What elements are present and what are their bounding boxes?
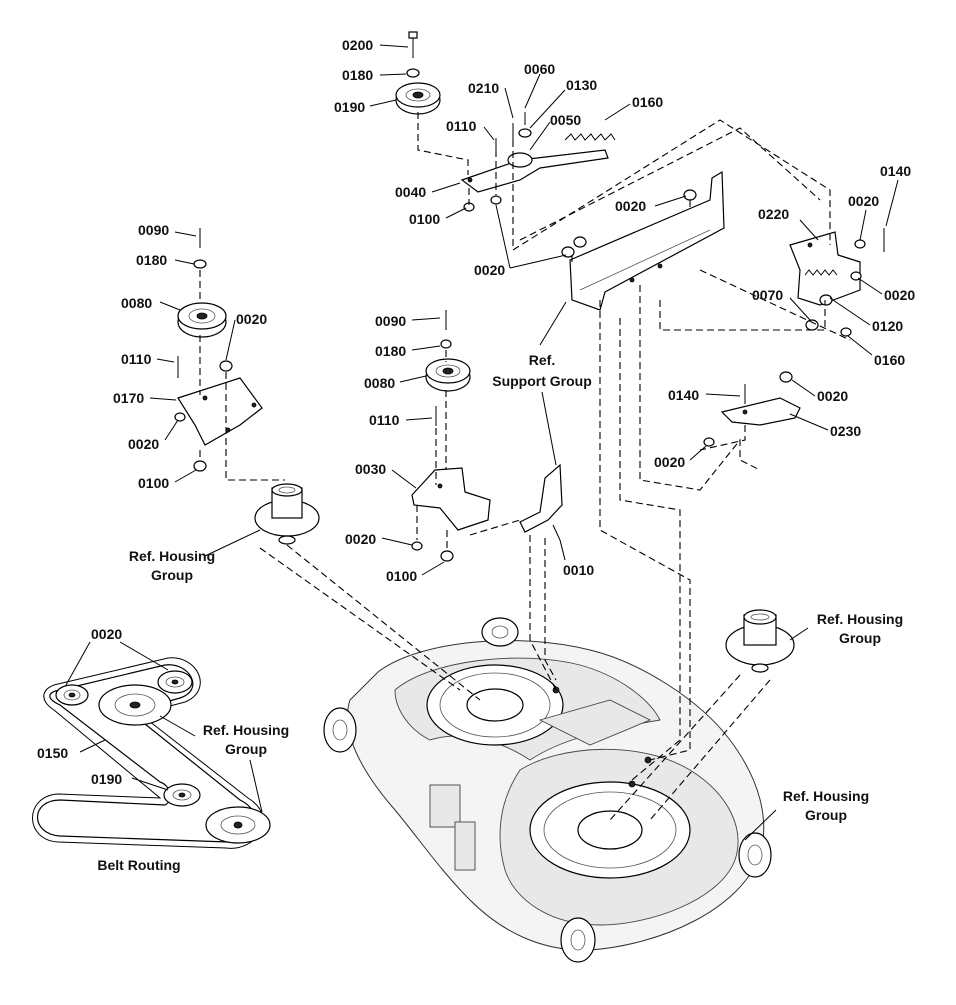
idler-arm-0040 (460, 149, 609, 193)
part-number-0110: 0110 (121, 351, 152, 367)
deck-wheel-bottom (560, 917, 596, 963)
spring-0160-right (804, 269, 838, 276)
idler-pulley-top (395, 82, 441, 115)
ref-housing-group-b-line2: Group (839, 630, 881, 646)
part-number-0180: 0180 (342, 67, 374, 83)
belt-pulley-bottom-right (205, 806, 271, 844)
bracket-0220 (789, 231, 861, 306)
belt-pulley-0190 (163, 783, 201, 807)
part-number-0020: 0020 (128, 436, 160, 452)
part-number-0020: 0020 (848, 193, 880, 209)
part-number-0100: 0100 (386, 568, 418, 584)
ref-housing-group-c-line2: Group (225, 741, 267, 757)
part-number-0100: 0100 (138, 475, 170, 491)
part-number-0020: 0020 (474, 262, 506, 278)
belt-pulley-center (98, 684, 172, 726)
assembly-lines (199, 112, 851, 821)
part-number-0190: 0190 (91, 771, 123, 787)
part-number-0230: 0230 (830, 423, 862, 439)
bracket-0230 (720, 397, 801, 426)
part-number-0190: 0190 (334, 99, 366, 115)
belt-pulley-top-right (157, 670, 193, 694)
part-number-0090: 0090 (375, 313, 407, 329)
mower-deck (323, 617, 772, 963)
part-number-0120: 0120 (872, 318, 904, 334)
spring-0160-top (564, 133, 616, 141)
ref-housing-group-c-line1: Ref. Housing (202, 722, 290, 738)
deck-wheel-right (738, 832, 772, 878)
part-number-0020: 0020 (817, 388, 849, 404)
part-number-0100: 0100 (409, 211, 441, 227)
belt-pulley-left (55, 684, 89, 706)
part-number-0020: 0020 (345, 531, 377, 547)
part-number-0090: 0090 (138, 222, 170, 238)
part-number-0200: 0200 (342, 37, 374, 53)
ref-housing-group-b-line1: Ref. Housing (816, 611, 904, 627)
part-number-0040: 0040 (395, 184, 427, 200)
ref-support-group-line2: Support Group (492, 373, 592, 389)
part-number-0020: 0020 (91, 626, 123, 642)
part-number-0130: 0130 (566, 77, 598, 93)
part-number-0080: 0080 (121, 295, 153, 311)
ref-housing-group-d-line1: Ref. Housing (782, 788, 870, 804)
part-number-0220: 0220 (758, 206, 790, 222)
part-number-0210: 0210 (468, 80, 500, 96)
part-number-0080: 0080 (364, 375, 396, 391)
support-bracket (569, 170, 725, 311)
spindle-housing-b (725, 609, 795, 673)
belt-routing (32, 657, 271, 849)
pulley-0080-left (177, 302, 227, 338)
part-number-0170: 0170 (113, 390, 145, 406)
part-number-0160: 0160 (632, 94, 664, 110)
spindle-housing-a (254, 483, 320, 545)
part-number-0050: 0050 (550, 112, 582, 128)
part-number-0150: 0150 (37, 745, 69, 761)
ref-housing-group-a-line2: Group (151, 567, 193, 583)
part-number-0010: 0010 (563, 562, 595, 578)
bracket-0170 (177, 377, 263, 446)
ref-housing-group-a-line1: Ref. Housing (128, 548, 216, 564)
bracket-0030 (411, 467, 491, 531)
support-bracket-0010 (519, 463, 563, 541)
pulley-0080-center (425, 358, 471, 392)
deck-wheel-left (323, 707, 357, 753)
part-number-0180: 0180 (136, 252, 168, 268)
bolt-0200 (408, 31, 418, 58)
part-number-0110: 0110 (446, 118, 477, 134)
ref-housing-group-d-line2: Group (805, 807, 847, 823)
washer-0180-top (406, 68, 420, 78)
part-number-0070: 0070 (752, 287, 784, 303)
ref-support-group-line1: Ref. (528, 352, 556, 368)
part-number-0020: 0020 (615, 198, 647, 214)
part-number-0030: 0030 (355, 461, 387, 477)
deck-wheel-top (481, 617, 519, 647)
belt-routing-caption: Belt Routing (97, 857, 181, 873)
leader-lines (65, 44, 899, 841)
part-number-0140: 0140 (880, 163, 912, 179)
part-number-0180: 0180 (375, 343, 407, 359)
part-number-0160: 0160 (874, 352, 906, 368)
part-number-0020: 0020 (884, 287, 916, 303)
part-number-0060: 0060 (524, 61, 556, 77)
part-number-0020: 0020 (654, 454, 686, 470)
part-number-0110: 0110 (369, 412, 400, 428)
part-number-0020: 0020 (236, 311, 268, 327)
part-number-0140: 0140 (668, 387, 700, 403)
